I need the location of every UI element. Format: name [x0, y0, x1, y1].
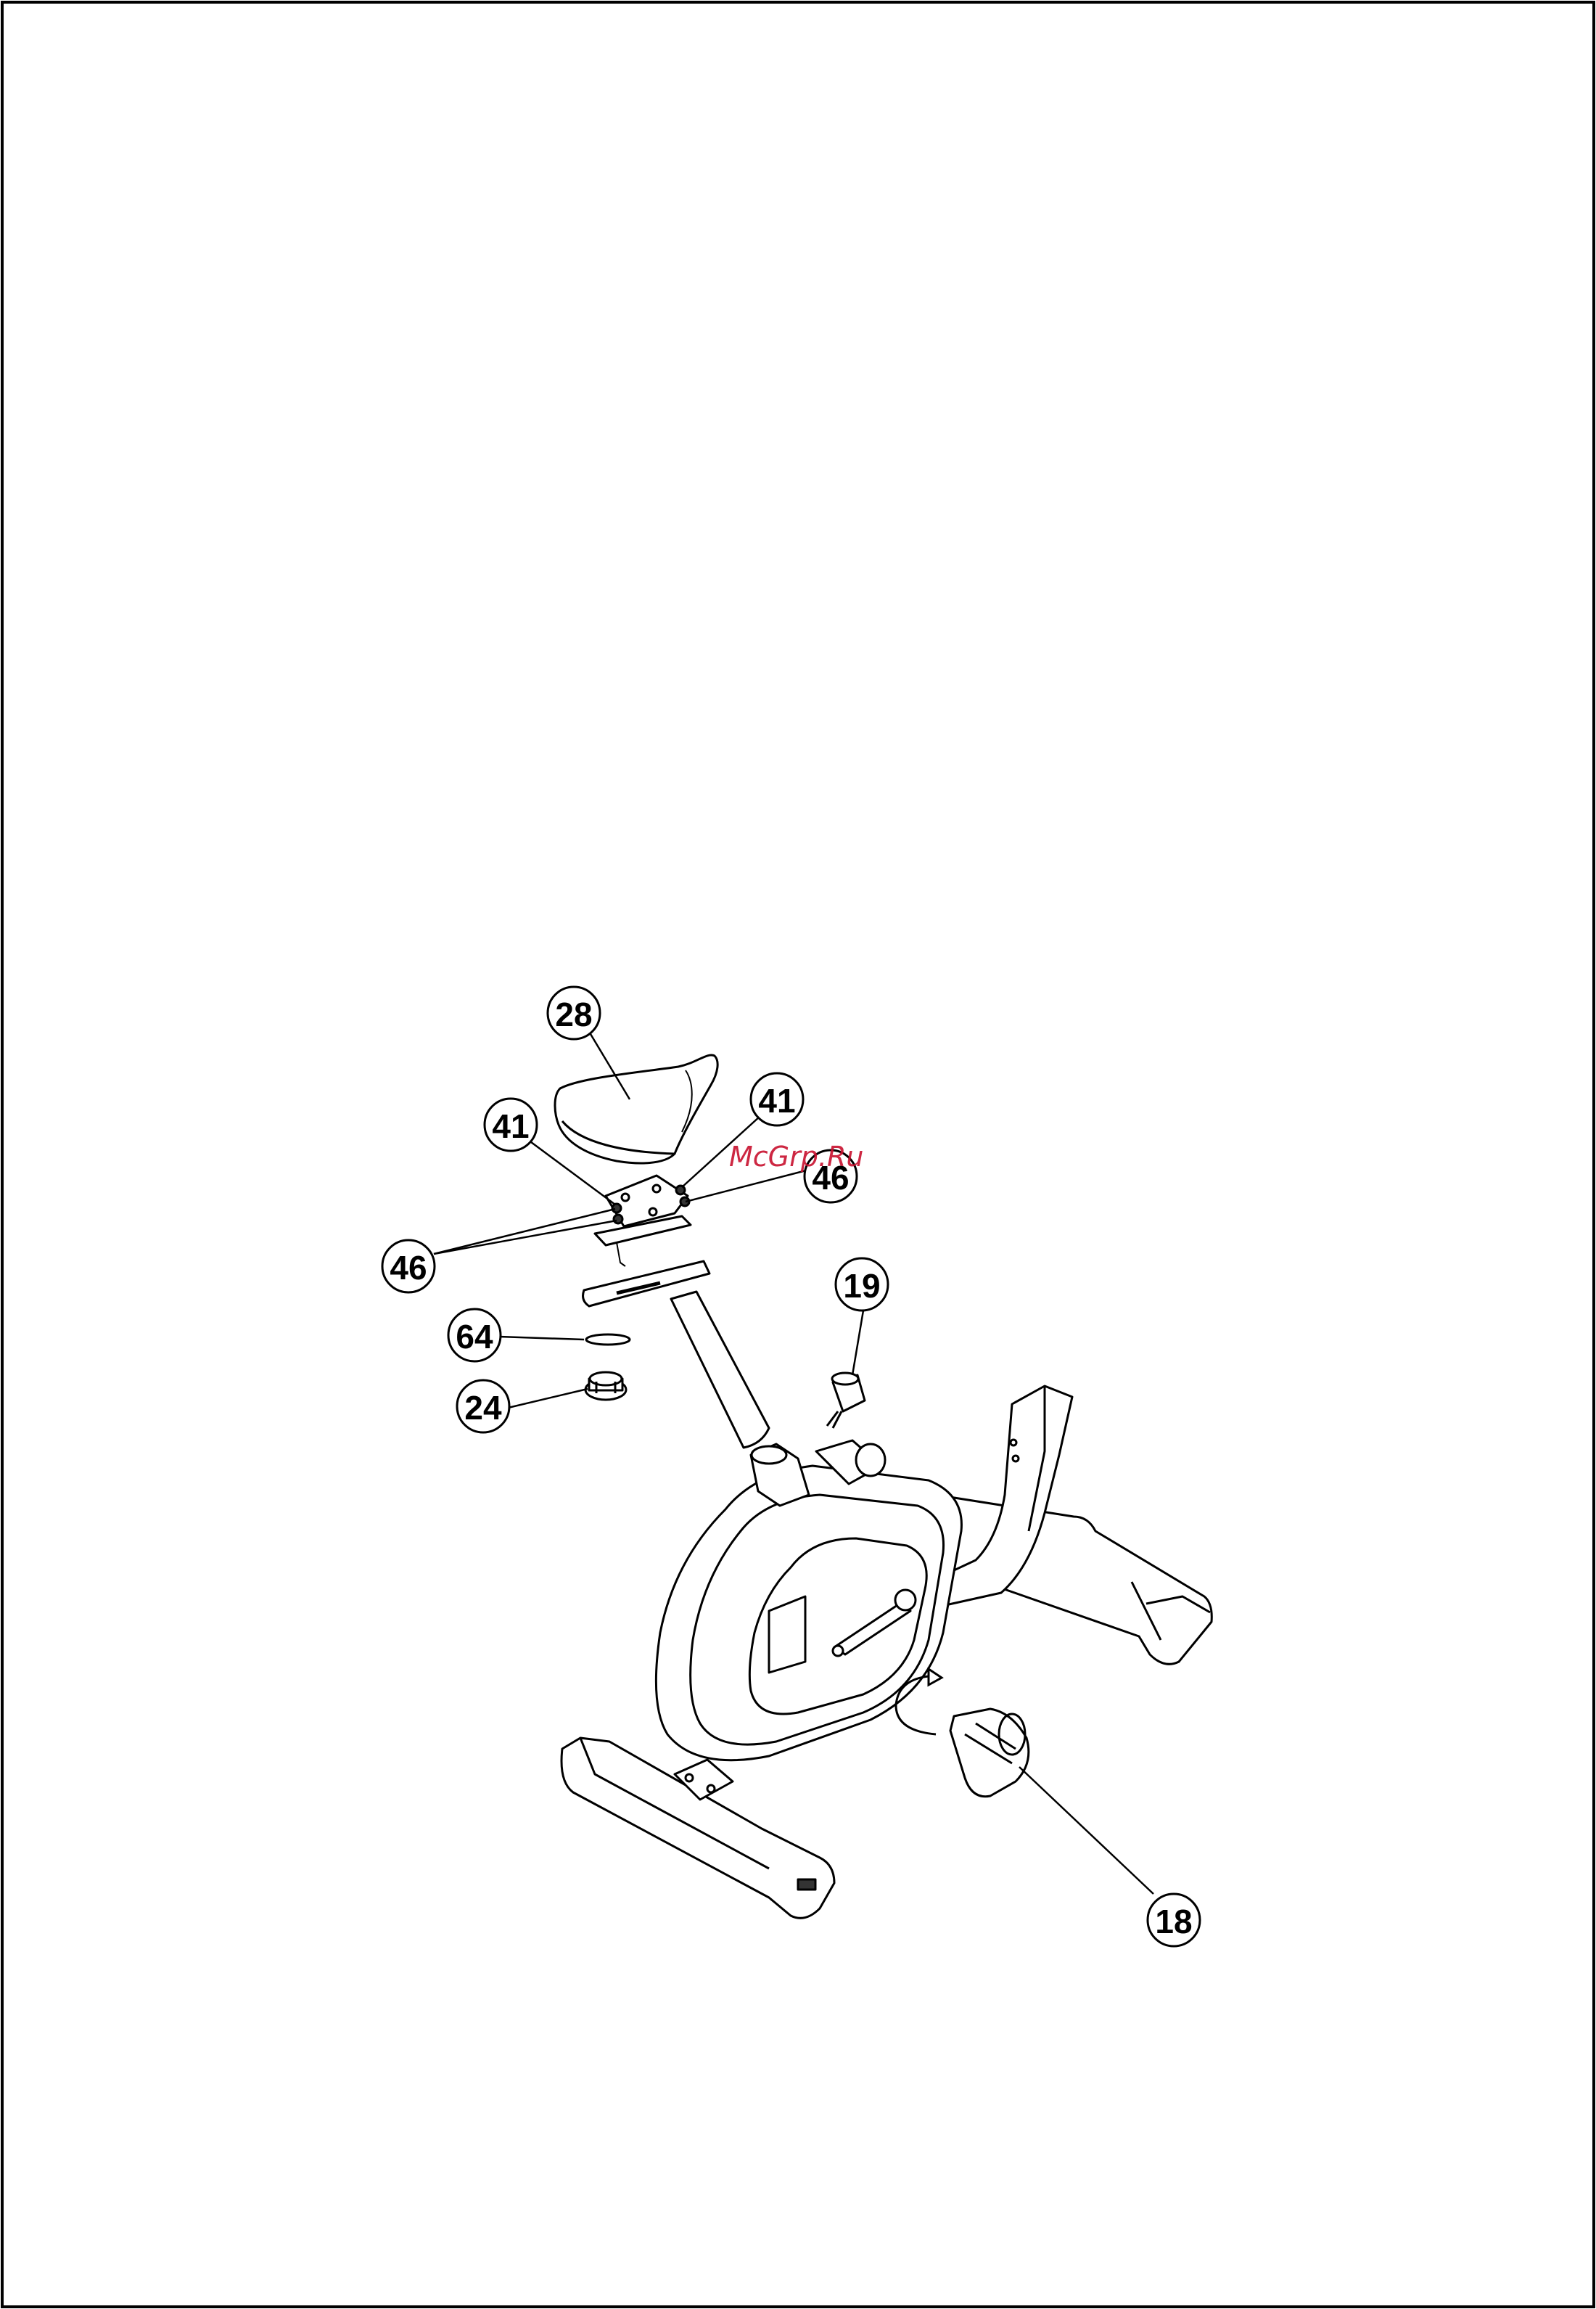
nut-41-right [676, 1186, 685, 1194]
callout-41-right: 41 [751, 1073, 803, 1125]
nut-46-left [614, 1215, 622, 1223]
svg-text:28: 28 [555, 996, 592, 1033]
callout-24: 24 [457, 1380, 509, 1432]
svg-text:24: 24 [464, 1389, 502, 1427]
svg-text:64: 64 [456, 1318, 493, 1356]
knob-24 [585, 1372, 626, 1400]
callout-64: 64 [448, 1309, 501, 1361]
svg-text:46: 46 [390, 1249, 427, 1287]
svg-text:41: 41 [492, 1107, 529, 1145]
main-shroud [656, 1466, 961, 1760]
saddle-part [555, 1055, 717, 1163]
svg-text:19: 19 [843, 1267, 880, 1305]
callout-41-left: 41 [485, 1099, 537, 1151]
seat-post [671, 1292, 769, 1448]
callout-46-left: 46 [382, 1240, 435, 1292]
washer-64 [586, 1334, 630, 1345]
callout-18: 18 [1148, 1894, 1200, 1946]
bike-frame [562, 1386, 1212, 1918]
svg-text:41: 41 [758, 1082, 795, 1120]
callout-19: 19 [836, 1258, 888, 1311]
nut-41-left [612, 1204, 621, 1213]
pedal-18 [950, 1709, 1029, 1797]
callout-28: 28 [548, 987, 600, 1039]
watermark-text: McGrp.Ru [729, 1141, 863, 1173]
seat-assembly [555, 1055, 865, 1448]
svg-text:18: 18 [1155, 1903, 1192, 1940]
knob-19 [827, 1373, 865, 1428]
